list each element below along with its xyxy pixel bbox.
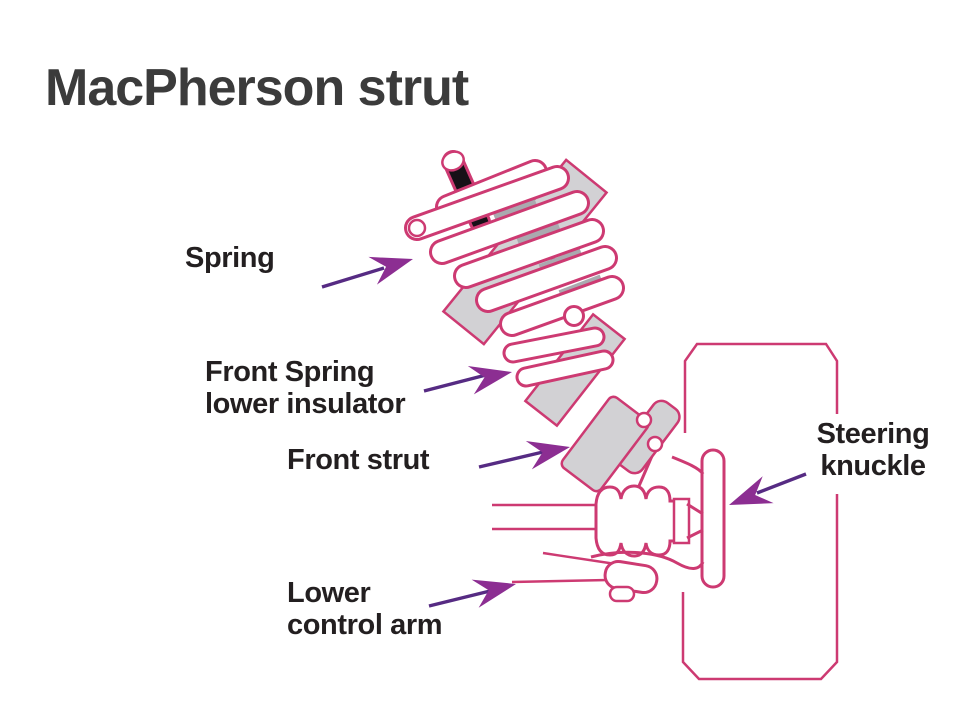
page-title: MacPherson strut	[45, 58, 469, 117]
label-steering-knuckle: Steering knuckle	[800, 418, 946, 482]
steering-knuckle-pointer-arrow	[729, 472, 807, 505]
front-strut-housing-shape	[560, 395, 650, 493]
label-spring-text: Spring	[185, 242, 275, 274]
tire-outline-shape	[681, 342, 839, 681]
label-spring: Spring	[185, 242, 275, 274]
coil-end-knob	[563, 305, 585, 327]
axle-shaft-shape	[492, 503, 596, 531]
label-front-strut: Front strut	[287, 444, 430, 476]
brake-rotor-shape	[700, 448, 726, 589]
label-lower-control-arm: Lower control arm	[287, 577, 443, 641]
front-strut-assembly	[404, 150, 681, 493]
label-lower-arm-line2: control arm	[287, 609, 443, 641]
bracket-bolt-hole	[635, 411, 653, 429]
label-insulator-line2: lower insulator	[205, 388, 406, 420]
label-steering-line1: Steering	[816, 418, 930, 450]
bracket-bolt-hole	[646, 435, 664, 453]
front-strut-pointer-arrow	[478, 441, 570, 470]
label-insulator-line1: Front Spring	[205, 356, 375, 388]
coil-spring-shape	[404, 159, 625, 337]
spring-lower-insulator-shape	[502, 326, 615, 388]
label-front-spring-lower-insulator: Front Spring lower insulator	[205, 356, 406, 420]
pointer-arrows	[321, 256, 807, 608]
label-lower-arm-line1: Lower	[287, 577, 371, 609]
label-steering-line2: knuckle	[820, 450, 926, 482]
spring-pointer-arrow	[321, 256, 413, 289]
cv-boot-shape	[594, 484, 691, 558]
label-front-strut-text: Front strut	[287, 444, 430, 476]
insulator-pointer-arrow	[423, 366, 512, 395]
lower-control-arm-pointer-arrow	[428, 579, 516, 608]
lower-control-arm-shape	[511, 551, 659, 603]
